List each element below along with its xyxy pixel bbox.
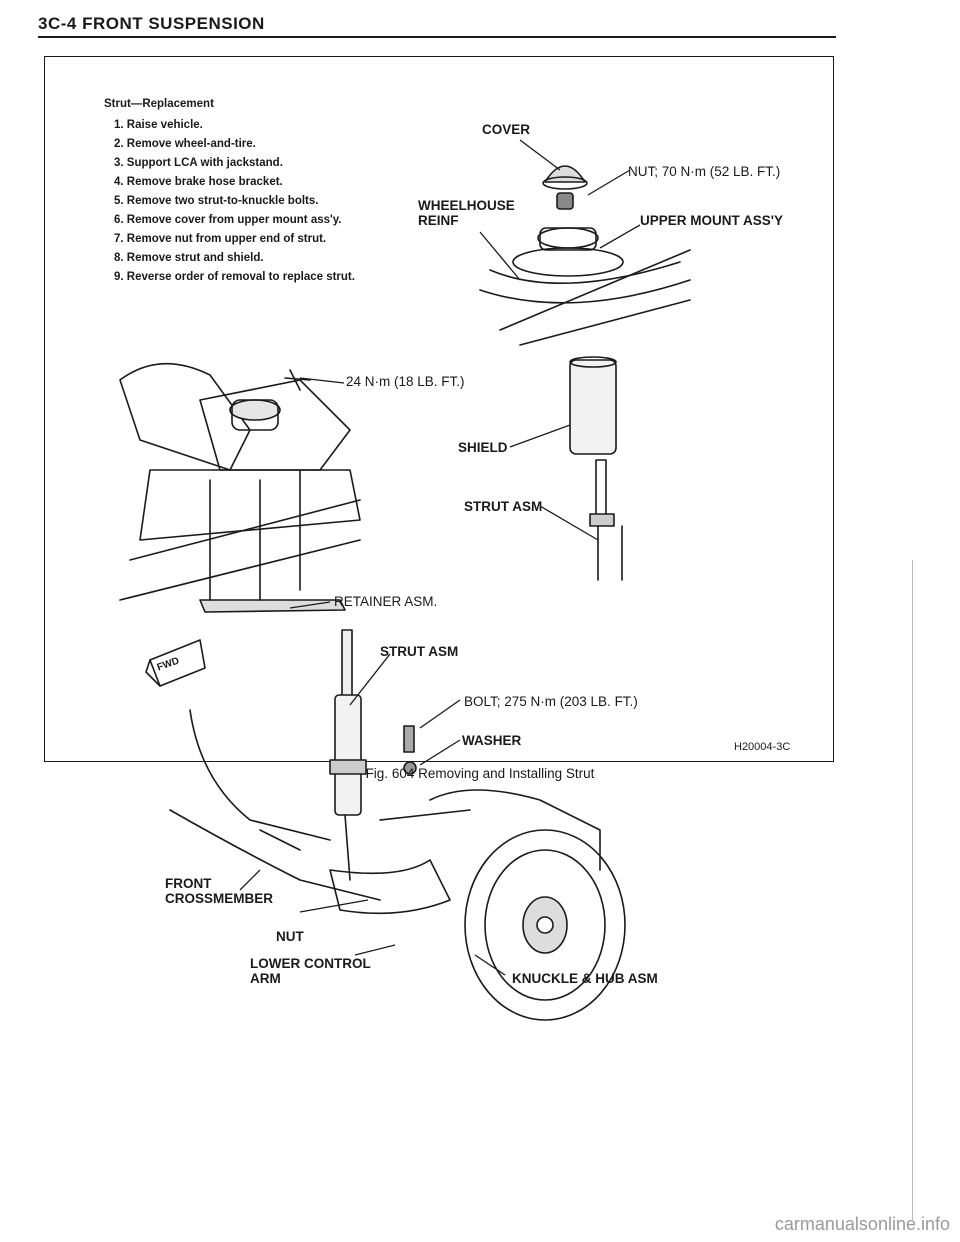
scan-edge-line xyxy=(912,560,913,1220)
label-reinf: REINF xyxy=(418,213,459,228)
page-header: 3C-4 FRONT SUSPENSION xyxy=(38,14,265,33)
label-torque-24: 24 N·m (18 LB. FT.) xyxy=(346,374,465,389)
procedure-step: 8. Remove strut and shield. xyxy=(114,252,264,264)
label-nut-top: NUT; 70 N·m (52 LB. FT.) xyxy=(628,164,781,179)
label-arm: ARM xyxy=(250,971,281,986)
procedure-step: 3. Support LCA with jackstand. xyxy=(114,157,283,169)
procedure-step: 6. Remove cover from upper mount ass'y. xyxy=(114,214,342,226)
shield-part xyxy=(569,356,617,455)
label-retainer: RETAINER ASM. xyxy=(334,594,438,609)
fwd-arrow xyxy=(145,639,206,687)
strut-upper-part xyxy=(589,459,623,581)
upper-mount-part xyxy=(479,227,691,346)
label-upper-mount: UPPER MOUNT ASS'Y xyxy=(640,213,783,228)
figure-caption: Fig. 604 Removing and Installing Strut xyxy=(365,766,595,781)
watermark: carmanualsonline.info xyxy=(774,1214,950,1234)
crossmember-part xyxy=(169,709,451,915)
label-front: FRONT xyxy=(165,876,212,891)
label-crossmember: CROSSMEMBER xyxy=(165,891,274,906)
label-lower-control: LOWER CONTROL xyxy=(250,956,371,971)
procedure-step: 1. Raise vehicle. xyxy=(114,119,203,131)
washer-bolt-part xyxy=(403,725,417,775)
knuckle-hub-part xyxy=(379,789,626,1021)
procedure-steps: 1. Raise vehicle. 2. Remove wheel-and-ti… xyxy=(114,116,355,287)
label-knuckle: KNUCKLE & HUB ASM xyxy=(512,971,658,986)
procedure-step: 9. Reverse order of removal to replace s… xyxy=(114,271,355,283)
procedure-title: Strut—Replacement xyxy=(104,98,214,110)
strut-lower-part xyxy=(329,629,367,881)
label-shield: SHIELD xyxy=(458,440,508,455)
label-cover: COVER xyxy=(482,122,531,137)
procedure-step: 5. Remove two strut-to-knuckle bolts. xyxy=(114,195,319,207)
label-strut-asm-lower: STRUT ASM xyxy=(380,644,459,659)
label-washer: WASHER xyxy=(462,733,522,748)
strut-tower-part xyxy=(119,362,361,613)
label-wheelhouse: WHEELHOUSE xyxy=(418,198,515,213)
label-strut-asm-upper: STRUT ASM xyxy=(464,499,543,514)
figure-frame xyxy=(44,56,834,762)
figure-code: H20004-3C xyxy=(734,741,791,753)
procedure-step: 2. Remove wheel-and-tire. xyxy=(114,138,256,150)
procedure-step: 7. Remove nut from upper end of strut. xyxy=(114,233,327,245)
label-nut-lower: NUT xyxy=(276,929,304,944)
cover-part xyxy=(542,165,588,210)
header-rule xyxy=(38,36,836,38)
label-bolt: BOLT; 275 N·m (203 LB. FT.) xyxy=(464,694,638,709)
procedure-step: 4. Remove brake hose bracket. xyxy=(114,176,283,188)
